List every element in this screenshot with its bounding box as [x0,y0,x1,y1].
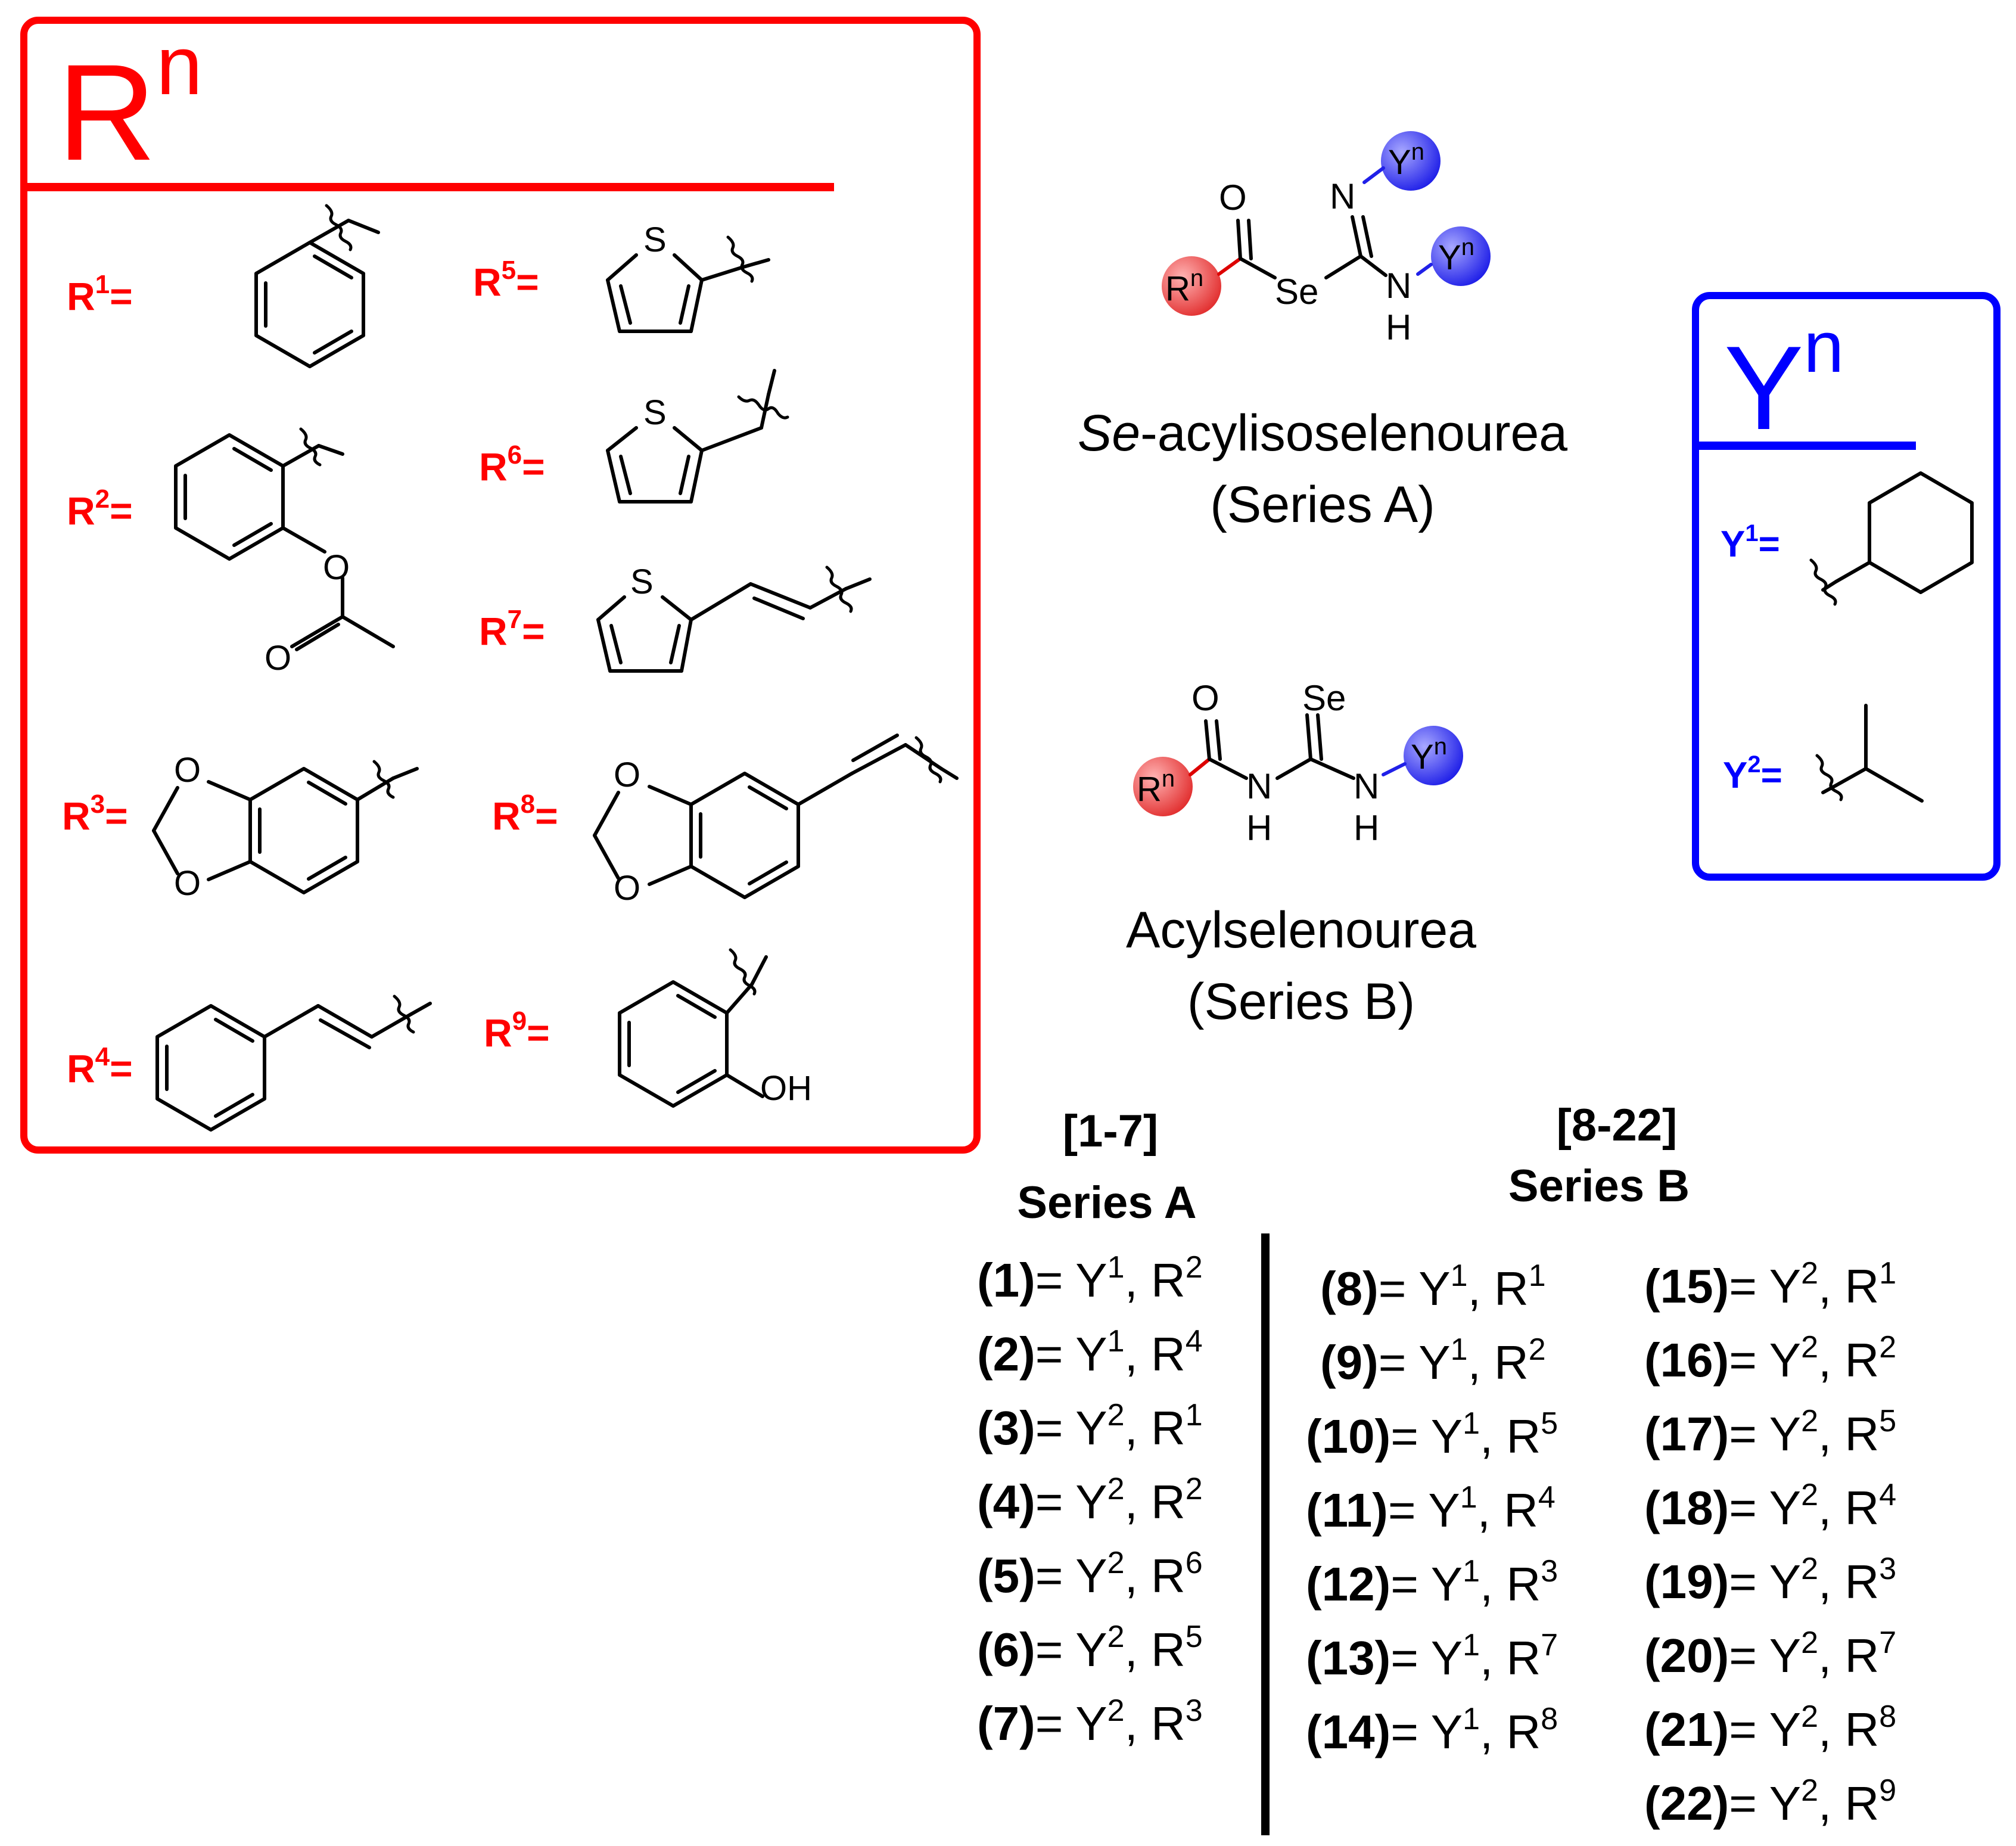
y1-label: Y1= [1721,520,1780,565]
compound-row: (22)= Y2, R9 [1644,1773,1896,1830]
compound-row: (14)= Y1, R8 [1306,1702,1558,1758]
compound-row: (18)= Y2, R4 [1644,1478,1896,1534]
r5-label: R5= [473,256,539,304]
series-b-r-ball [1133,757,1193,816]
r5-sulfur: S [643,220,667,259]
series-a-series-label: (Series A) [1210,476,1435,533]
compound-row: (19)= Y2, R3 [1644,1552,1896,1608]
r2-structure [174,427,395,651]
r2-ester-o: O [323,548,350,587]
series-a-yn-top-label: Yn [1388,139,1424,182]
compound-row: (13)= Y1, R7 [1306,1628,1558,1685]
series-b-heading: Series B [1508,1161,1690,1211]
series-a-y-ball-top [1381,131,1441,191]
r9-label: R9= [484,1006,550,1055]
r4-structure [155,995,432,1132]
y2-structure [1815,704,1924,803]
compound-row: (8)= Y1, R1 [1320,1258,1546,1315]
r7-label: R7= [479,605,545,653]
r8-label: R8= [492,790,558,838]
r4-label: R4= [67,1042,133,1090]
compound-row: (4)= Y2, R2 [977,1472,1203,1528]
series-b-nh1-h: H [1246,808,1272,848]
r7-structure [596,565,872,673]
r1-label: R1= [67,270,133,318]
r-box-frame [20,17,981,1154]
series-a-se: Se [1275,272,1318,312]
compound-row: (2)= Y1, R4 [977,1324,1203,1381]
series-a-carbonyl-o: O [1219,178,1247,217]
series-b-y-ball [1404,726,1463,785]
series-a-range: [1-7] [1063,1106,1158,1157]
r1-structure [254,204,380,368]
compound-row: (10)= Y1, R5 [1306,1406,1558,1463]
series-b-name: Acylselenourea [1126,902,1476,959]
r8-o-top: O [614,756,640,794]
compound-row: (16)= Y2, R2 [1644,1330,1896,1387]
series-b-nh1-n: N [1246,766,1272,806]
compound-table: [1-7] Series A [8-22] Series B (1)= Y1, … [977,1100,1896,1835]
series-b-yn-label: Yn [1411,734,1447,776]
series-a-rows: (1)= Y1, R2 (2)= Y1, R4 (3)= Y2, R1 (4)= Y2… [977,1250,1203,1750]
series-a-name: Se-acylisoselenourea [1078,405,1567,462]
compound-row: (1)= Y1, R2 [977,1250,1203,1307]
r-box-title: Rn [57,18,203,189]
compound-row: (7)= Y2, R3 [977,1693,1203,1750]
y2-label: Y2= [1723,751,1782,796]
r2-carbonyl-o: O [265,639,291,678]
r8-structure [593,734,959,899]
series-a-yn-bottom-label: Yn [1438,234,1474,277]
r5-structure [606,235,770,333]
series-b-rn-label: Rn [1137,766,1175,809]
series-b-rows-right: (15)= Y2, R1 (16)= Y2, R2 (17)= Y2, R5 (18)… [1644,1256,1896,1830]
series-a-y-ball-bottom [1431,226,1491,286]
r-group-box: Rn R1= R2= R3= R4= R5= R6= R7= R8= R9= [20,17,981,1154]
series-b-se: Se [1302,678,1346,718]
compound-row: (21)= Y2, R8 [1644,1699,1896,1756]
series-a-structure: O N Se N H Rn Yn Yn Se-acylisoselenourea… [1078,131,1567,533]
series-b-rows-left: (8)= Y1, R1 (9)= Y1, R2 (10)= Y1, R5 (11)= … [1306,1258,1558,1758]
compound-row: (12)= Y1, R3 [1306,1554,1558,1611]
y-box-title: Yn [1724,306,1844,455]
compound-row: (15)= Y2, R1 [1644,1256,1896,1313]
series-b-nh2-h: H [1354,808,1379,848]
r3-label: R3= [62,790,128,838]
compound-row: (11)= Y1, R4 [1306,1480,1555,1537]
r7-sulfur: S [630,562,654,601]
series-b-series-label: (Series B) [1187,973,1415,1030]
compound-row: (20)= Y2, R7 [1644,1626,1896,1682]
compound-row: (9)= Y1, R2 [1320,1332,1546,1389]
series-a-heading: Series A [1017,1177,1196,1228]
r3-o-bottom: O [174,864,201,903]
compound-row: (3)= Y2, R1 [977,1398,1203,1455]
r8-o-bottom: O [614,869,640,908]
series-b-nh2-n: N [1354,766,1379,806]
r6-label: R6= [479,440,545,489]
series-a-nh-h: H [1386,307,1411,347]
r3-o-top: O [174,751,201,790]
series-b-carbonyl-o: O [1191,678,1219,718]
r9-hydroxyl: OH [760,1069,812,1108]
compound-row: (5)= Y2, R6 [977,1546,1203,1602]
series-a-nh-n: N [1386,266,1411,306]
r2-label: R2= [67,484,133,533]
y-box-frame [1692,292,2001,881]
y1-structure [1809,471,1974,606]
r6-sulfur: S [643,393,667,432]
series-a-imine-n: N [1330,176,1355,216]
series-a-r-ball [1162,256,1221,316]
series-b-range: [8-22] [1557,1100,1678,1151]
compound-row: (17)= Y2, R5 [1644,1404,1896,1460]
y-group-box: Yn Y1= Y2= [1692,292,2001,881]
series-b-structure: O Se N H N H Rn Yn Acylselenourea (Serie… [1126,678,1476,1030]
r3-structure [152,760,419,894]
r6-structure [606,369,789,504]
series-a-rn-label: Rn [1165,265,1203,308]
compound-row: (6)= Y2, R5 [977,1620,1203,1676]
r9-structure [618,948,768,1108]
